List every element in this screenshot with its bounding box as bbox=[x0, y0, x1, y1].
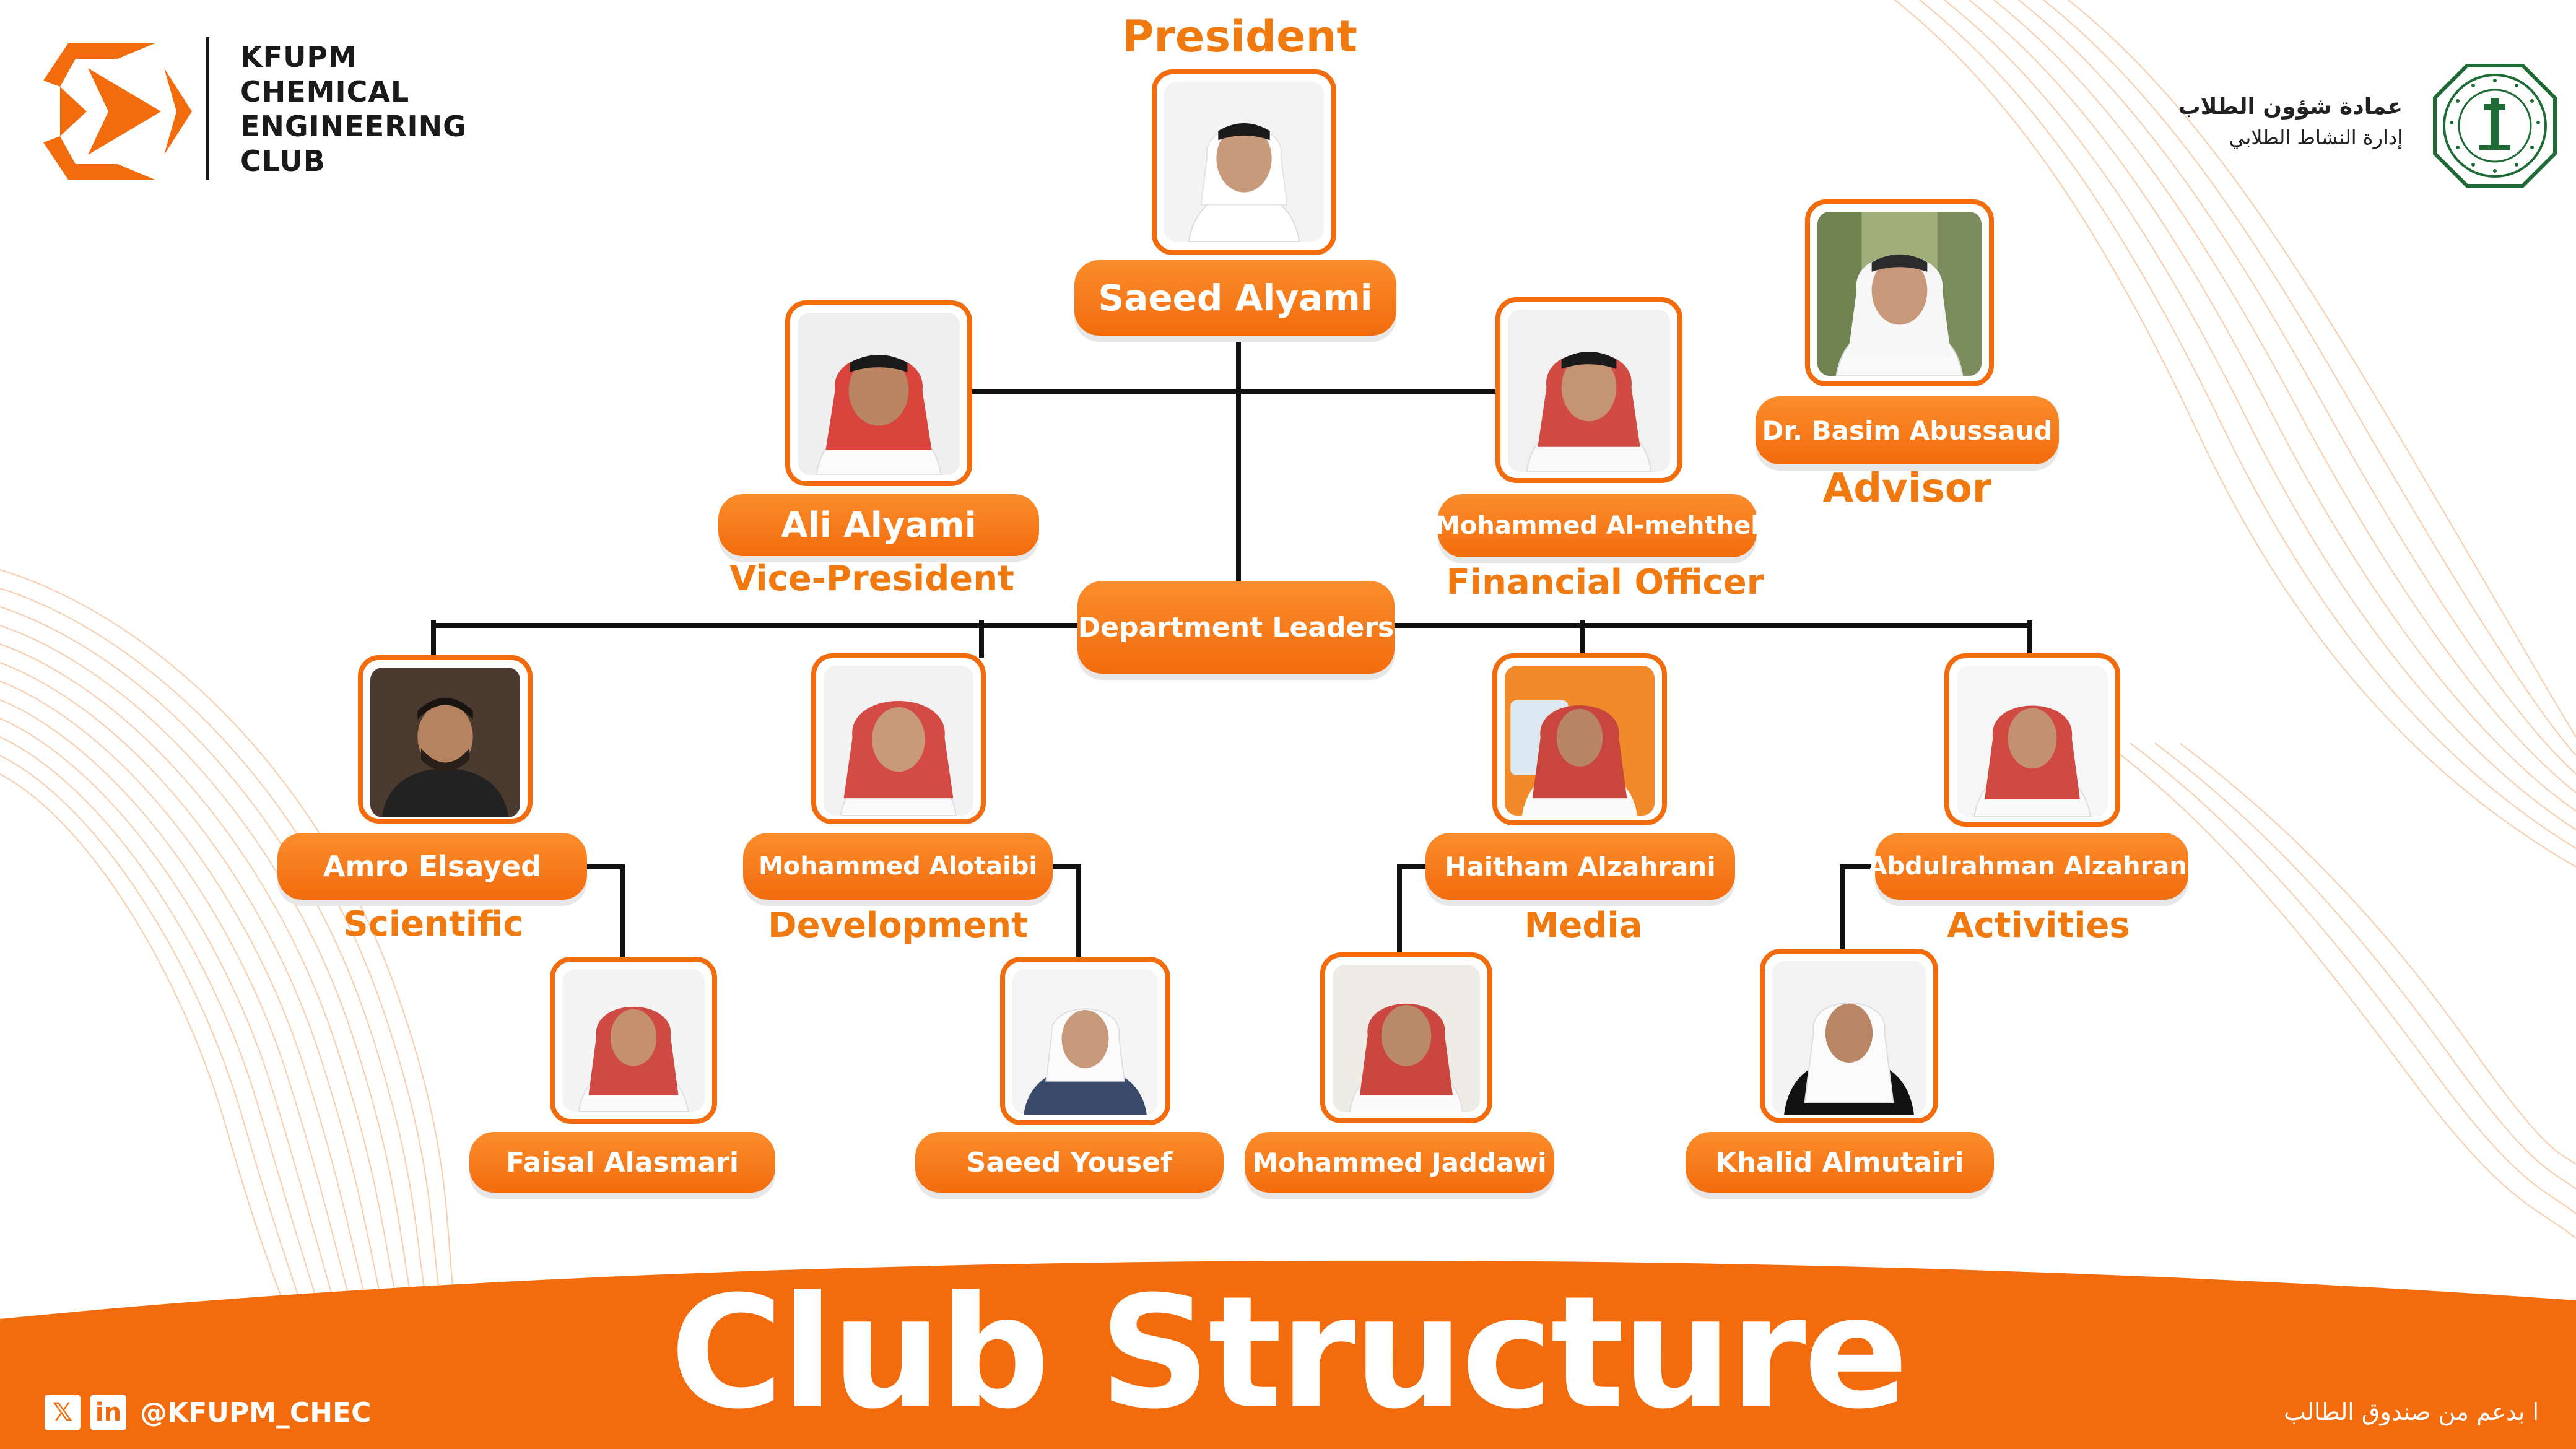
activities-member-photo bbox=[1760, 949, 1938, 1123]
club-structure-title: Club Structure bbox=[669, 1263, 1909, 1443]
support-text: ا بدعم من صندوق الطالب bbox=[2284, 1398, 2539, 1425]
logo-line-1: KFUPM bbox=[240, 40, 357, 74]
development-leader-name-pill: Mohammed Alotaibi bbox=[743, 833, 1053, 900]
president-role-title: President bbox=[1122, 11, 1357, 62]
media-leader-photo bbox=[1492, 653, 1667, 825]
financial-officer-name-pill: Mohammed Al-mehthel bbox=[1435, 494, 1759, 557]
logo-divider bbox=[206, 37, 209, 180]
media-department-title: Media bbox=[1524, 905, 1643, 946]
development-department-title: Development bbox=[768, 905, 1028, 946]
x-icon[interactable]: 𝕏 bbox=[45, 1395, 80, 1430]
vice-president-role-title: Vice-President bbox=[729, 559, 1014, 599]
kfupm-seal-icon bbox=[2433, 64, 2557, 188]
advisor-name-pill: Dr. Basim Abussaud bbox=[1756, 396, 2059, 464]
president-portrait-icon bbox=[1164, 82, 1324, 242]
development-leader-portrait-icon bbox=[824, 666, 973, 816]
logo-line-2: CHEMICAL bbox=[240, 75, 410, 108]
deanship-label: عمادة شؤون الطلاب إدارة النشاط الطلابي bbox=[2056, 92, 2403, 152]
financial-officer-photo bbox=[1495, 297, 1682, 483]
financial-officer-role-title: Financial Officer bbox=[1446, 562, 1764, 603]
media-leader-portrait-icon bbox=[1505, 666, 1655, 816]
development-member-photo bbox=[1000, 957, 1170, 1125]
development-member-portrait-icon bbox=[1012, 969, 1158, 1115]
vice-president-name-pill: Ali Alyami bbox=[718, 494, 1039, 556]
scientific-leader-photo bbox=[358, 655, 533, 824]
media-member-portrait-icon bbox=[1333, 965, 1480, 1112]
development-member-name-pill: Saeed Yousef bbox=[915, 1132, 1224, 1193]
activities-member-portrait-icon bbox=[1772, 961, 1926, 1115]
activities-department-title: Activities bbox=[1947, 905, 2130, 946]
development-leader-photo bbox=[811, 653, 986, 824]
media-member-name-pill: Mohammed Jaddawi bbox=[1245, 1132, 1554, 1193]
club-logo-text: KFUPM CHEMICAL ENGINEERING CLUB bbox=[240, 40, 467, 178]
vice-president-portrait-icon bbox=[798, 313, 960, 475]
scientific-leader-portrait-icon bbox=[370, 668, 520, 817]
activities-leader-portrait-icon bbox=[1957, 666, 2108, 817]
scientific-member-photo bbox=[550, 957, 717, 1124]
linkedin-icon[interactable]: in bbox=[90, 1395, 126, 1430]
activities-member-name-pill: Khalid Almutairi bbox=[1686, 1132, 1994, 1193]
media-leader-name-pill: Haitham Alzahrani bbox=[1425, 833, 1735, 900]
scientific-member-name-pill: Faisal Alasmari bbox=[469, 1132, 775, 1193]
department-leaders-pill: Department Leaders bbox=[1077, 581, 1395, 674]
financial-officer-portrait-icon bbox=[1508, 310, 1670, 472]
logo-line-3: ENGINEERING bbox=[240, 110, 467, 143]
deanship-line-1: عمادة شؤون الطلاب bbox=[2178, 94, 2403, 120]
vice-president-photo bbox=[785, 300, 972, 486]
advisor-role-title: Advisor bbox=[1822, 466, 1992, 511]
activities-leader-photo bbox=[1944, 653, 2120, 827]
activities-leader-name-pill: Abdulrahman Alzahrani bbox=[1868, 833, 2196, 900]
scientific-member-portrait-icon bbox=[562, 969, 705, 1112]
president-name-pill: Saeed Alyami bbox=[1074, 260, 1396, 336]
president-photo bbox=[1152, 69, 1336, 255]
media-member-photo bbox=[1320, 952, 1492, 1123]
logo-line-4: CLUB bbox=[240, 144, 326, 178]
advisor-photo bbox=[1805, 199, 1994, 386]
play-triangle-logo-icon bbox=[43, 43, 192, 180]
scientific-leader-name-pill: Amro Elsayed bbox=[277, 833, 587, 900]
deanship-line-2: إدارة النشاط الطلابي bbox=[2229, 126, 2403, 149]
advisor-portrait-icon bbox=[1817, 212, 1982, 376]
scientific-department-title: Scientific bbox=[343, 904, 524, 944]
social-handle: @KFUPM_CHEC bbox=[140, 1396, 372, 1429]
social-links: 𝕏 in @KFUPM_CHEC bbox=[45, 1395, 371, 1430]
bottom-orange-band bbox=[0, 1260, 2576, 1449]
